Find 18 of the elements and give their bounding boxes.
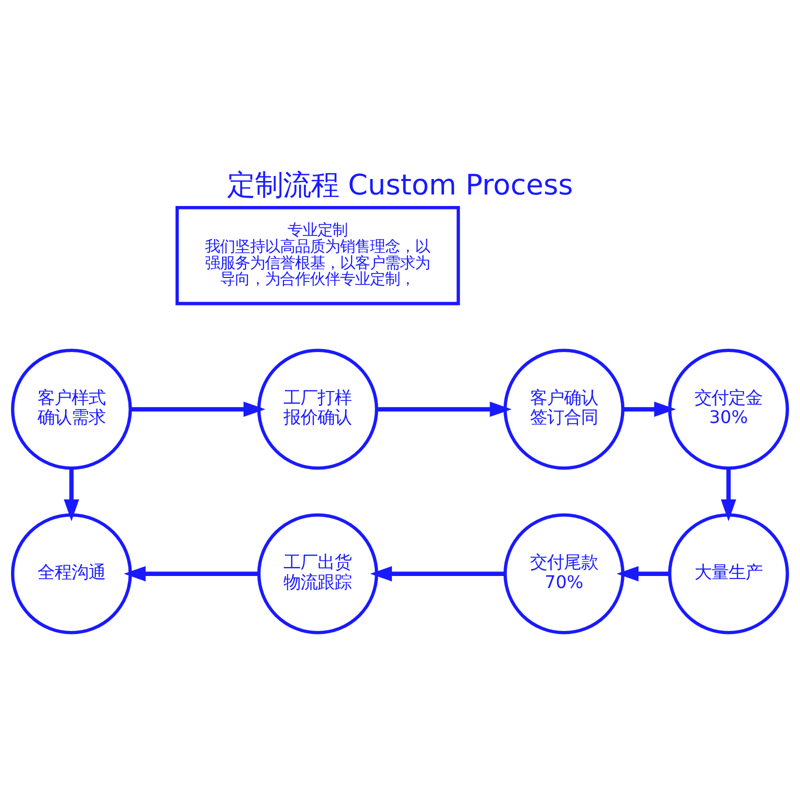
node-circle: 大量生产	[668, 513, 789, 634]
node-circle: 交付定金 30%	[668, 348, 789, 470]
arrow	[616, 566, 670, 582]
arrow	[124, 566, 259, 582]
node-circle: 交付尾款 70%	[504, 513, 624, 634]
arrow	[130, 402, 266, 417]
node-circle: 客户样式确认需求	[11, 348, 132, 470]
arrow	[370, 566, 506, 582]
node-box: 专业定制 我们坚持以高品质为销售理念，以强服务为信誉根基，以客户需求为导向，为合作伙伴专业定制，	[176, 206, 460, 306]
arrow	[64, 468, 80, 522]
arrow	[376, 402, 512, 417]
arrow	[623, 402, 676, 417]
node-circle: 客户确认签订合同	[504, 348, 624, 470]
arrow	[720, 468, 736, 522]
node-circle: 全程沟通	[11, 513, 132, 634]
node-circle: 工厂打样报价确认	[257, 348, 378, 470]
node-circle: 工厂出货物流跟踪	[257, 513, 378, 634]
diagram-title: 定制流程 Custom Process	[227, 168, 573, 202]
